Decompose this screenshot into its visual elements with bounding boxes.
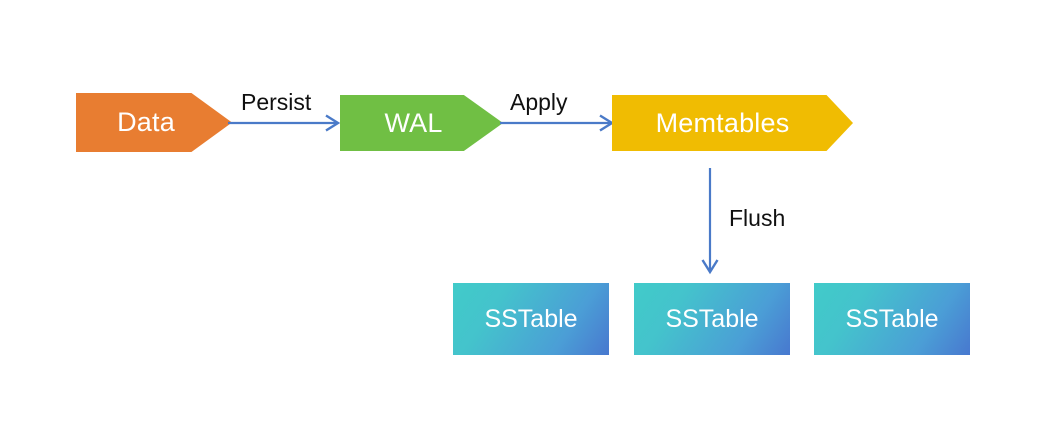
sstable-label-2: SSTable	[665, 304, 759, 333]
edge-label-apply: Apply	[510, 89, 568, 115]
sstable-label-1: SSTable	[484, 304, 578, 333]
node-data[interactable]: Data	[76, 93, 232, 152]
sstable-box-3[interactable]: SSTable	[814, 283, 970, 355]
sstable-box-2[interactable]: SSTable	[634, 283, 790, 355]
node-wal[interactable]: WAL	[340, 95, 503, 151]
node-data-label: Data	[117, 107, 175, 137]
node-memtables-label: Memtables	[655, 107, 790, 138]
connector-flush-arrow	[701, 168, 719, 275]
edge-label-persist: Persist	[241, 89, 312, 115]
node-memtables[interactable]: Memtables	[612, 95, 853, 151]
node-wal-label: WAL	[384, 107, 443, 138]
sstable-label-3: SSTable	[845, 304, 939, 333]
sstable-box-1[interactable]: SSTable	[453, 283, 609, 355]
edge-label-flush: Flush	[729, 205, 786, 231]
